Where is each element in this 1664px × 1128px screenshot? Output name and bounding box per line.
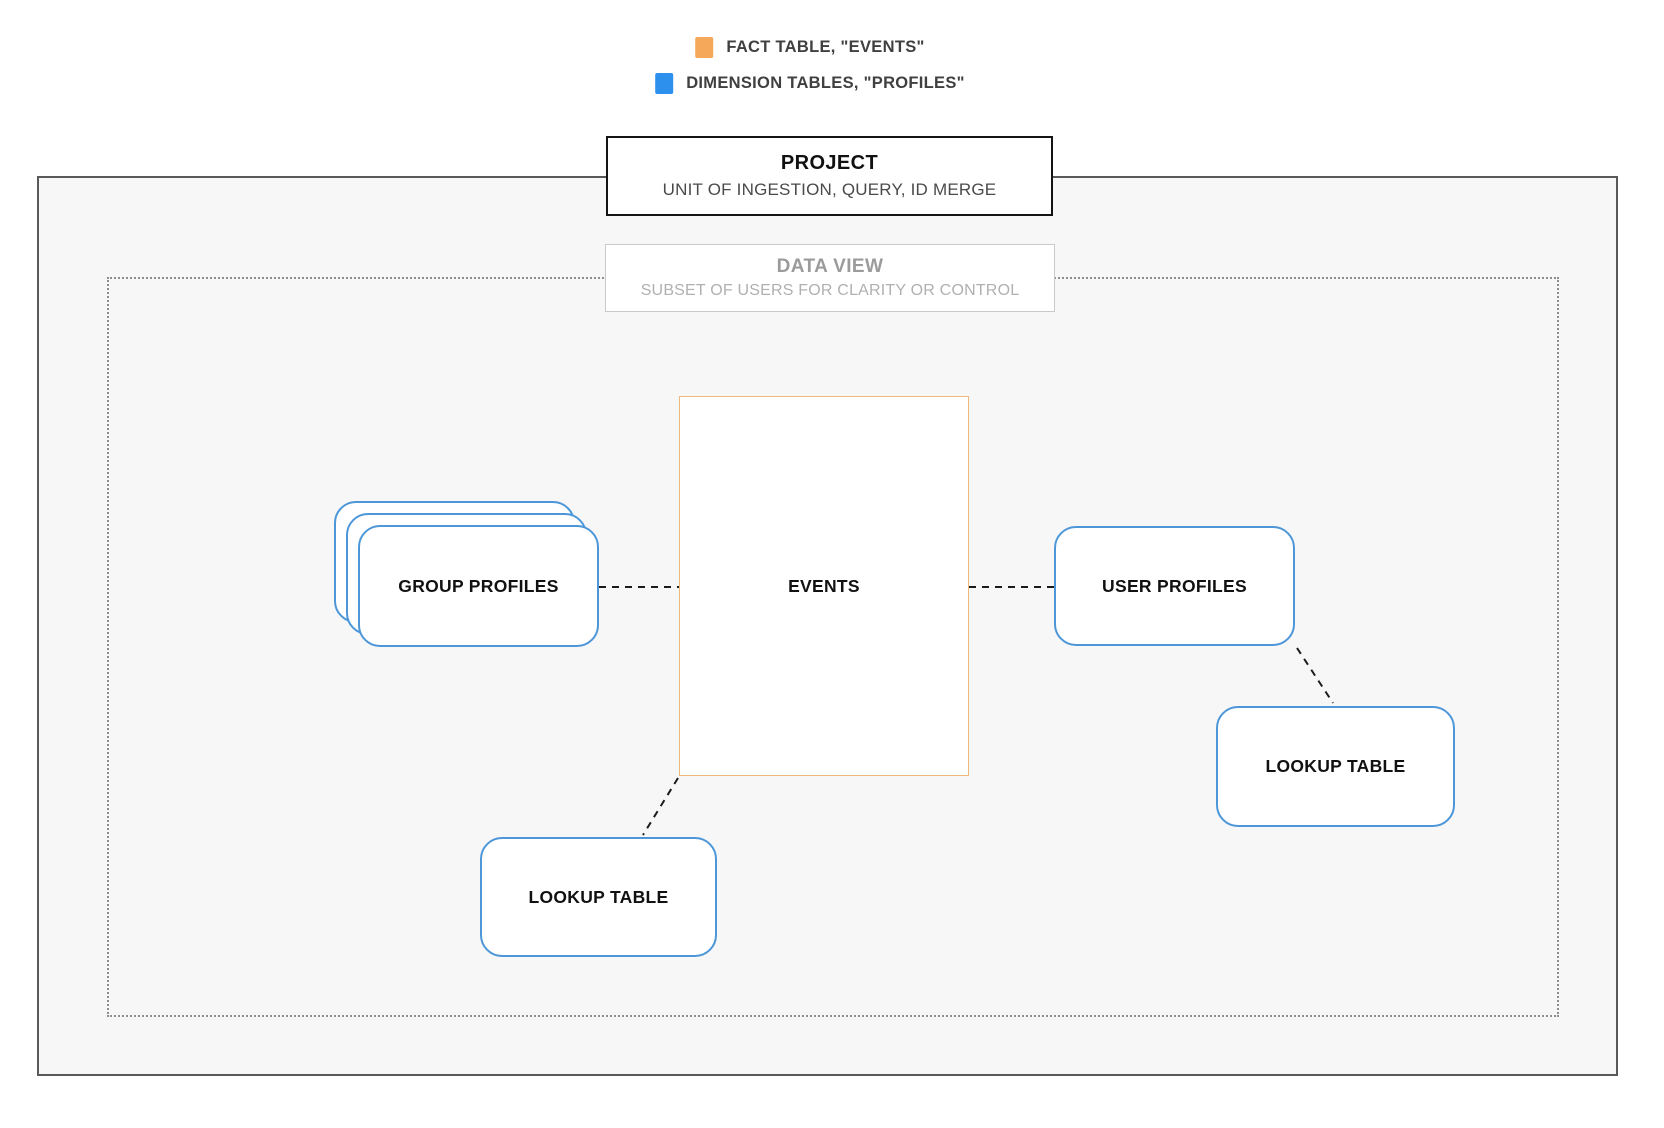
project-subtitle: UNIT OF INGESTION, QUERY, ID MERGE <box>662 180 997 199</box>
node-user-profiles: USER PROFILES <box>1054 526 1295 646</box>
legend-item-dimension-tables: DIMENSION TABLES, "PROFILES" <box>655 72 965 94</box>
node-lookup-table-right: LOOKUP TABLE <box>1216 706 1455 827</box>
lookup-table-right-label: LOOKUP TABLE <box>1265 756 1406 776</box>
group-profiles-card-front: GROUP PROFILES <box>358 525 599 647</box>
node-lookup-table-bottom: LOOKUP TABLE <box>480 837 717 957</box>
legend-label-fact-table: FACT TABLE, "EVENTS" <box>726 37 925 56</box>
group-profiles-label: GROUP PROFILES <box>398 575 559 596</box>
data-view-subtitle: SUBSET OF USERS FOR CLARITY OR CONTROL <box>640 282 1020 299</box>
events-label: EVENTS <box>788 575 860 596</box>
node-group-profiles: GROUP PROFILES <box>334 501 599 647</box>
legend-item-fact-table: FACT TABLE, "EVENTS" <box>695 36 924 58</box>
dimension-table-swatch-icon <box>655 72 674 94</box>
lookup-table-bottom-label: LOOKUP TABLE <box>528 886 669 907</box>
data-view-title: DATA VIEW <box>776 256 884 277</box>
data-view-title-box: DATA VIEW SUBSET OF USERS FOR CLARITY OR… <box>605 244 1055 312</box>
project-title-box: PROJECT UNIT OF INGESTION, QUERY, ID MER… <box>606 136 1053 216</box>
user-profiles-label: USER PROFILES <box>1102 575 1247 596</box>
legend-label-dimension-tables: DIMENSION TABLES, "PROFILES" <box>686 73 965 92</box>
legend: FACT TABLE, "EVENTS" DIMENSION TABLES, "… <box>655 36 965 94</box>
project-title: PROJECT <box>780 152 879 174</box>
fact-table-swatch-icon <box>695 36 714 58</box>
node-events: EVENTS <box>679 396 969 776</box>
